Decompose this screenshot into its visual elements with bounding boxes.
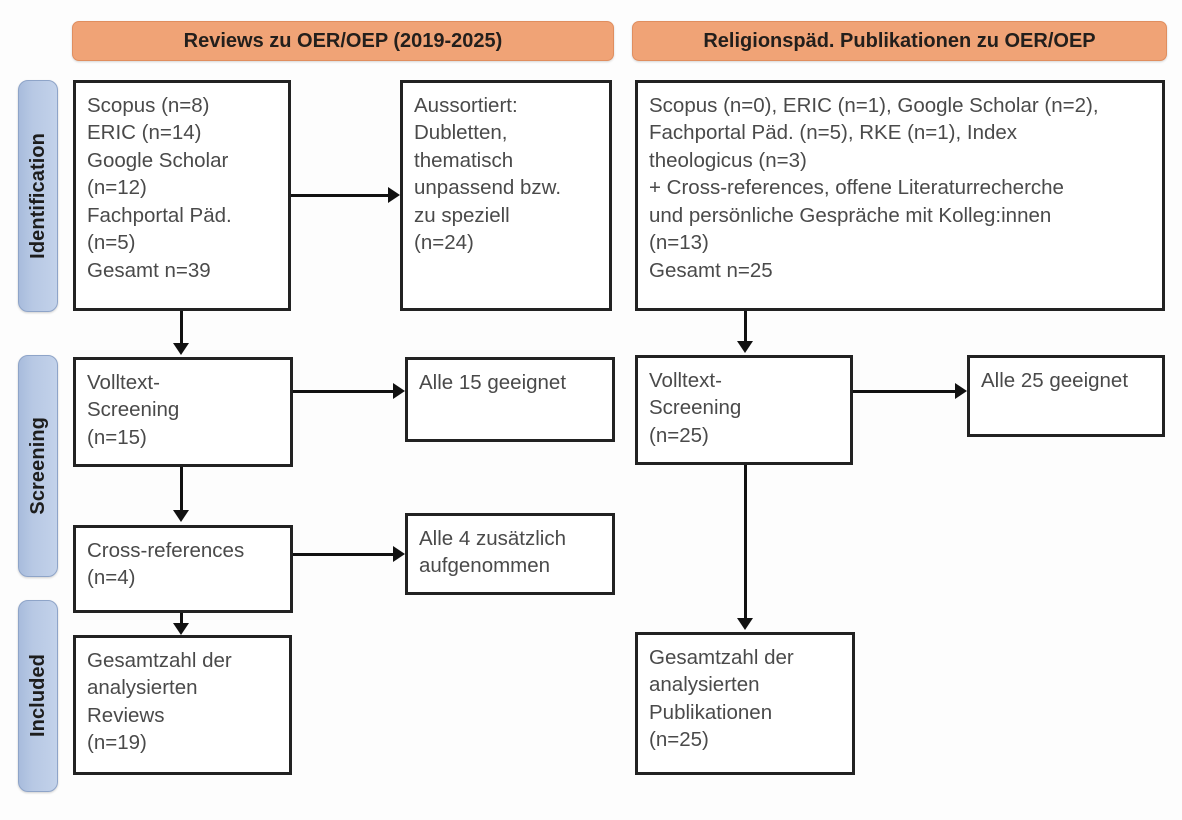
- box-line: Scopus (n=0), ERIC (n=1), Google Scholar…: [649, 94, 1099, 117]
- arrowhead-down: [173, 510, 189, 522]
- box-line: Cross-references: [87, 539, 245, 562]
- box-line: (n=12): [87, 176, 147, 200]
- column-header-publications-label: Religionspäd. Publikationen zu OER/OEP: [703, 29, 1096, 52]
- box-line: thematisch: [414, 148, 514, 172]
- box-line: Screening: [649, 396, 742, 420]
- box-line: (n=19): [87, 731, 147, 755]
- box-left-identification-sources: Scopus (n=8) ERIC (n=14) Google Scholar …: [73, 80, 291, 311]
- box-left-fulltext-screening: Volltext- Screening (n=15): [73, 357, 293, 467]
- box-right-included-total: Gesamtzahl der analysierten Publikatione…: [635, 632, 855, 775]
- box-line: unpassend bzw.: [414, 176, 562, 200]
- connector-left-crossrefs-to-added: [293, 553, 393, 556]
- stage-tab-identification: Identification: [18, 80, 58, 312]
- arrowhead-down: [737, 341, 753, 353]
- box-line: Aussortiert:: [414, 94, 518, 117]
- box-left-cross-references: Cross-references (n=4): [73, 525, 293, 613]
- box-line: analysierten: [649, 673, 760, 697]
- box-line: (n=13): [649, 231, 709, 255]
- connector-left-crossrefs-to-included: [180, 613, 183, 625]
- box-line: Gesamtzahl der: [87, 649, 232, 672]
- arrowhead-right: [393, 546, 405, 562]
- box-line: ERIC (n=14): [87, 121, 202, 145]
- box-line: Gesamt n=39: [87, 258, 211, 282]
- box-line: Reviews: [87, 703, 165, 727]
- box-line: Scopus (n=8): [87, 94, 210, 117]
- stage-tab-identification-label: Identification: [26, 133, 49, 259]
- stage-tab-included-label: Included: [26, 654, 49, 738]
- box-line: Alle 4 zusätzlich: [419, 527, 566, 550]
- arrowhead-down: [737, 618, 753, 630]
- stage-tab-screening-label: Screening: [26, 417, 49, 515]
- box-line: Fachportal Päd.: [87, 203, 232, 227]
- box-right-all-suitable: Alle 25 geeignet: [967, 355, 1165, 437]
- box-line: Volltext-: [87, 371, 160, 394]
- box-left-all-added: Alle 4 zusätzlich aufgenommen: [405, 513, 615, 595]
- arrowhead-right: [955, 383, 967, 399]
- box-right-identification-sources: Scopus (n=0), ERIC (n=1), Google Scholar…: [635, 80, 1165, 311]
- box-line: analysierten: [87, 676, 198, 700]
- box-line: + Cross-references, offene Literaturrech…: [649, 176, 1064, 200]
- box-line: Dubletten,: [414, 121, 508, 145]
- box-line: (n=25): [649, 728, 709, 752]
- box-line: Gesamt n=25: [649, 258, 773, 282]
- box-line: Google Scholar: [87, 148, 229, 172]
- column-header-reviews-label: Reviews zu OER/OEP (2019-2025): [183, 29, 503, 52]
- box-line: (n=5): [87, 231, 136, 255]
- box-line: aufgenommen: [419, 554, 551, 578]
- connector-left-sources-to-fulltext: [180, 311, 183, 345]
- arrowhead-down: [173, 343, 189, 355]
- box-line: Publikationen: [649, 700, 773, 724]
- stage-tab-included: Included: [18, 600, 58, 792]
- arrowhead-right: [388, 187, 400, 203]
- connector-right-fulltext-to-included: [744, 465, 747, 620]
- box-line: (n=24): [414, 231, 474, 255]
- column-header-publications: Religionspäd. Publikationen zu OER/OEP: [632, 21, 1167, 61]
- box-line: zu speziell: [414, 203, 510, 227]
- box-right-fulltext-screening: Volltext- Screening (n=25): [635, 355, 853, 465]
- box-line: theologicus (n=3): [649, 148, 807, 172]
- stage-tab-screening: Screening: [18, 355, 58, 577]
- box-line: (n=15): [87, 425, 147, 449]
- connector-left-fulltext-to-crossrefs: [180, 467, 183, 512]
- box-line: und persönliche Gespräche mit Kolleg:inn…: [649, 203, 1052, 227]
- connector-left-fulltext-to-suitable: [293, 390, 393, 393]
- arrowhead-down: [173, 623, 189, 635]
- connector-left-sources-to-excluded: [291, 194, 388, 197]
- box-line: Volltext-: [649, 369, 722, 392]
- connector-right-sources-to-fulltext: [744, 311, 747, 343]
- connector-right-fulltext-to-suitable: [853, 390, 955, 393]
- arrowhead-right: [393, 383, 405, 399]
- box-left-excluded: Aussortiert: Dubletten, thematisch unpas…: [400, 80, 612, 311]
- box-line: (n=4): [87, 566, 136, 590]
- box-line: Fachportal Päd. (n=5), RKE (n=1), Index: [649, 121, 1018, 145]
- box-line: Alle 15 geeignet: [419, 371, 567, 394]
- box-line: Alle 25 geeignet: [981, 369, 1129, 392]
- box-line: Gesamtzahl der: [649, 646, 794, 669]
- column-header-reviews: Reviews zu OER/OEP (2019-2025): [72, 21, 614, 61]
- box-left-included-total: Gesamtzahl der analysierten Reviews (n=1…: [73, 635, 292, 775]
- box-line: Screening: [87, 398, 180, 422]
- box-left-all-suitable: Alle 15 geeignet: [405, 357, 615, 442]
- box-line: (n=25): [649, 423, 709, 447]
